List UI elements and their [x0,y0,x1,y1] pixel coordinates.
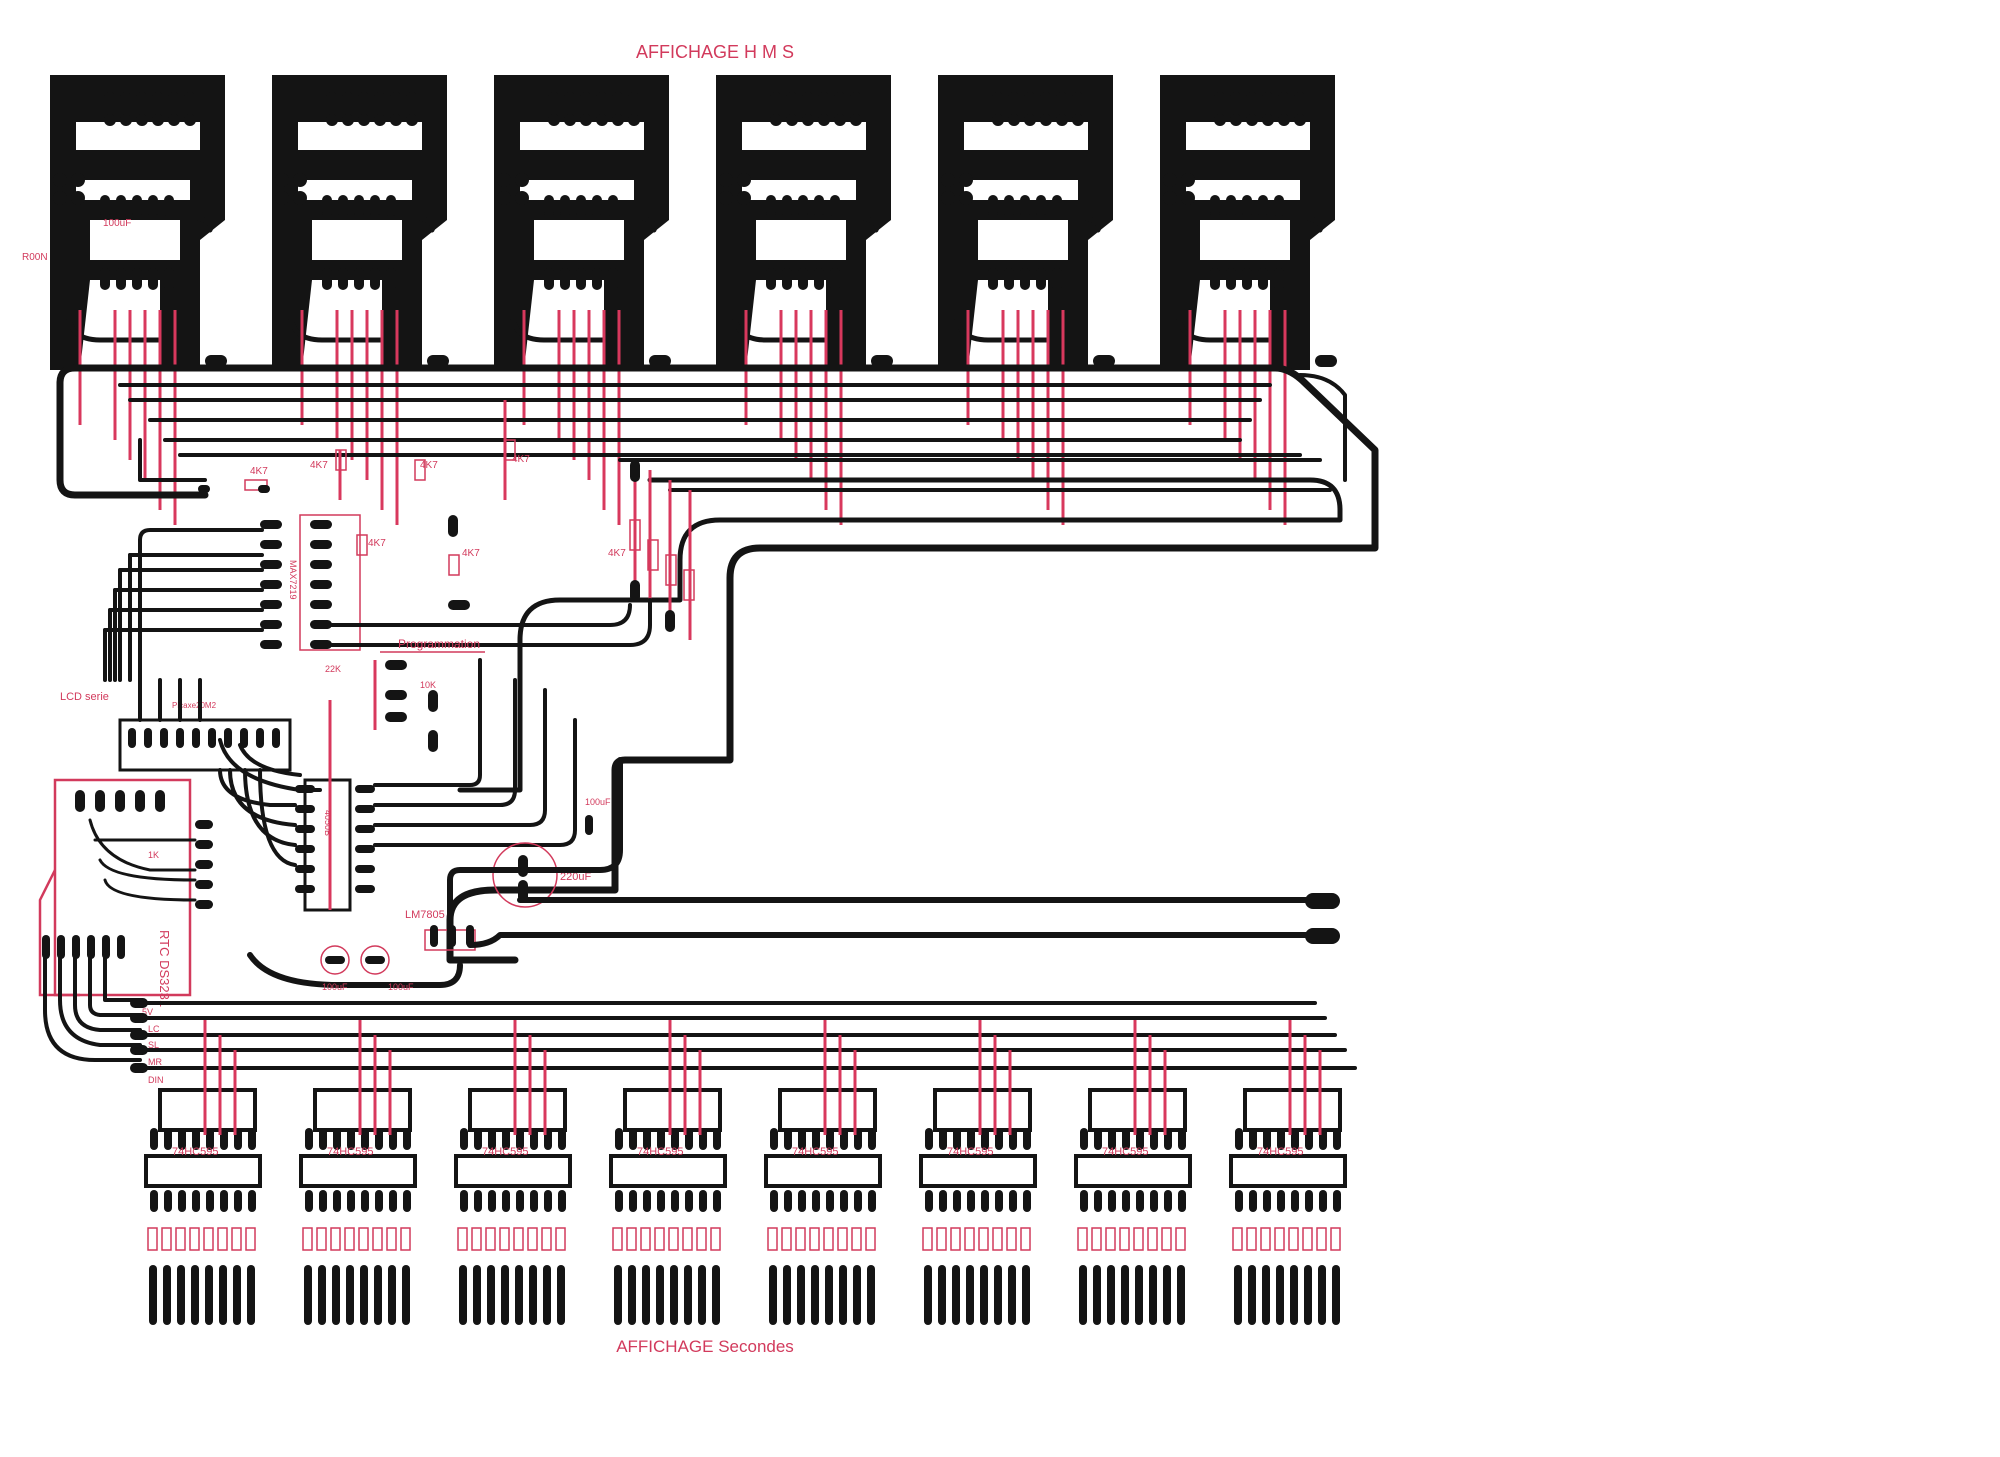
display-module-5 [938,75,1115,525]
rtc-module: RTC DS3231 1K [38,778,213,1062]
res-label: 4K7 [250,466,268,477]
res-1k-label: 1K [148,850,159,860]
res-label: 4K7 [368,538,386,549]
programmation-header [373,660,438,752]
shift-register-stages [144,1018,1347,1327]
res-label: 4K7 [462,548,480,559]
res-label-left: R00N [22,252,48,263]
res-10k-label: 10K [420,680,436,690]
display-module-4 [716,75,893,525]
shift-label: 74HC595 [1102,1146,1148,1158]
bus-traces [56,364,1379,964]
regulator-label: LM7805 [405,909,445,921]
bus-label-mr: MR [148,1057,162,1067]
lcd-label: LCD serie [60,691,109,703]
shift-label: 74HC595 [172,1146,218,1158]
shift-label: 74HC595 [637,1146,683,1158]
top-title: AFFICHAGE H M S [636,42,794,62]
ic-label: MAX7219 [288,560,298,600]
cap-label-100uf: 100uF [103,218,131,229]
shift-stage-2 [299,1018,417,1327]
shift-label: 74HC595 [792,1146,838,1158]
power-section: LM7805 220uF 100uF 100uF 100uF [247,757,1340,992]
ic-mid-label: 4050B [323,810,333,836]
res-label: 4K7 [512,454,530,465]
cap-100uf-label: 100uF [585,797,611,807]
display-module-2 [272,75,449,525]
shift-label: 74HC595 [947,1146,993,1158]
res-label: 4K7 [310,460,328,471]
driver-ic-upper: MAX7219 [103,514,652,682]
bottom-title: AFFICHAGE Secondes [616,1337,794,1356]
programmation-label: Programmation [398,637,480,651]
shift-stage-7 [1074,1018,1192,1327]
shift-stage-6 [919,1018,1037,1327]
display-module-6 [1160,75,1337,525]
shift-label: 74HC595 [482,1146,528,1158]
pullup-resistors: 4K7 4K7 4K7 4K7 4K7 4K7 4K7 [198,400,695,640]
cap-100uf-label: 100uF [322,982,348,992]
picaxe-ic [118,678,322,792]
cap-100uf-label: 100uF [388,982,414,992]
shift-register-labels: 74HC595 74HC595 74HC595 74HC595 74HC595 … [172,1146,1303,1158]
bus-label-sl: SL [148,1040,159,1050]
shift-label: 74HC595 [327,1146,373,1158]
shift-label: 74HC595 [1257,1146,1303,1158]
bus-label-5v: 5V [142,1007,153,1017]
res-label: 4K7 [420,460,438,471]
res-label: 4K7 [608,548,626,559]
rtc-label: RTC DS3231 [157,930,172,1007]
shift-stage-8 [1229,1018,1347,1327]
buffer-ic: 4050B [218,658,577,912]
res-22k-label: 22K [325,664,341,674]
shift-stage-5 [764,1018,882,1327]
display-modules [50,75,1337,525]
cap-220uf-label: 220uF [560,871,591,883]
bus-label-lc: LC [148,1024,160,1034]
pic-label: Picaxe20M2 [172,701,217,710]
shift-stage-1 [144,1018,262,1327]
bus-label-din: DIN [148,1075,164,1085]
shift-stage-3 [454,1018,572,1327]
seconds-bus: 5V LC SL MR DIN [130,998,1357,1085]
shift-stage-4 [609,1018,727,1327]
